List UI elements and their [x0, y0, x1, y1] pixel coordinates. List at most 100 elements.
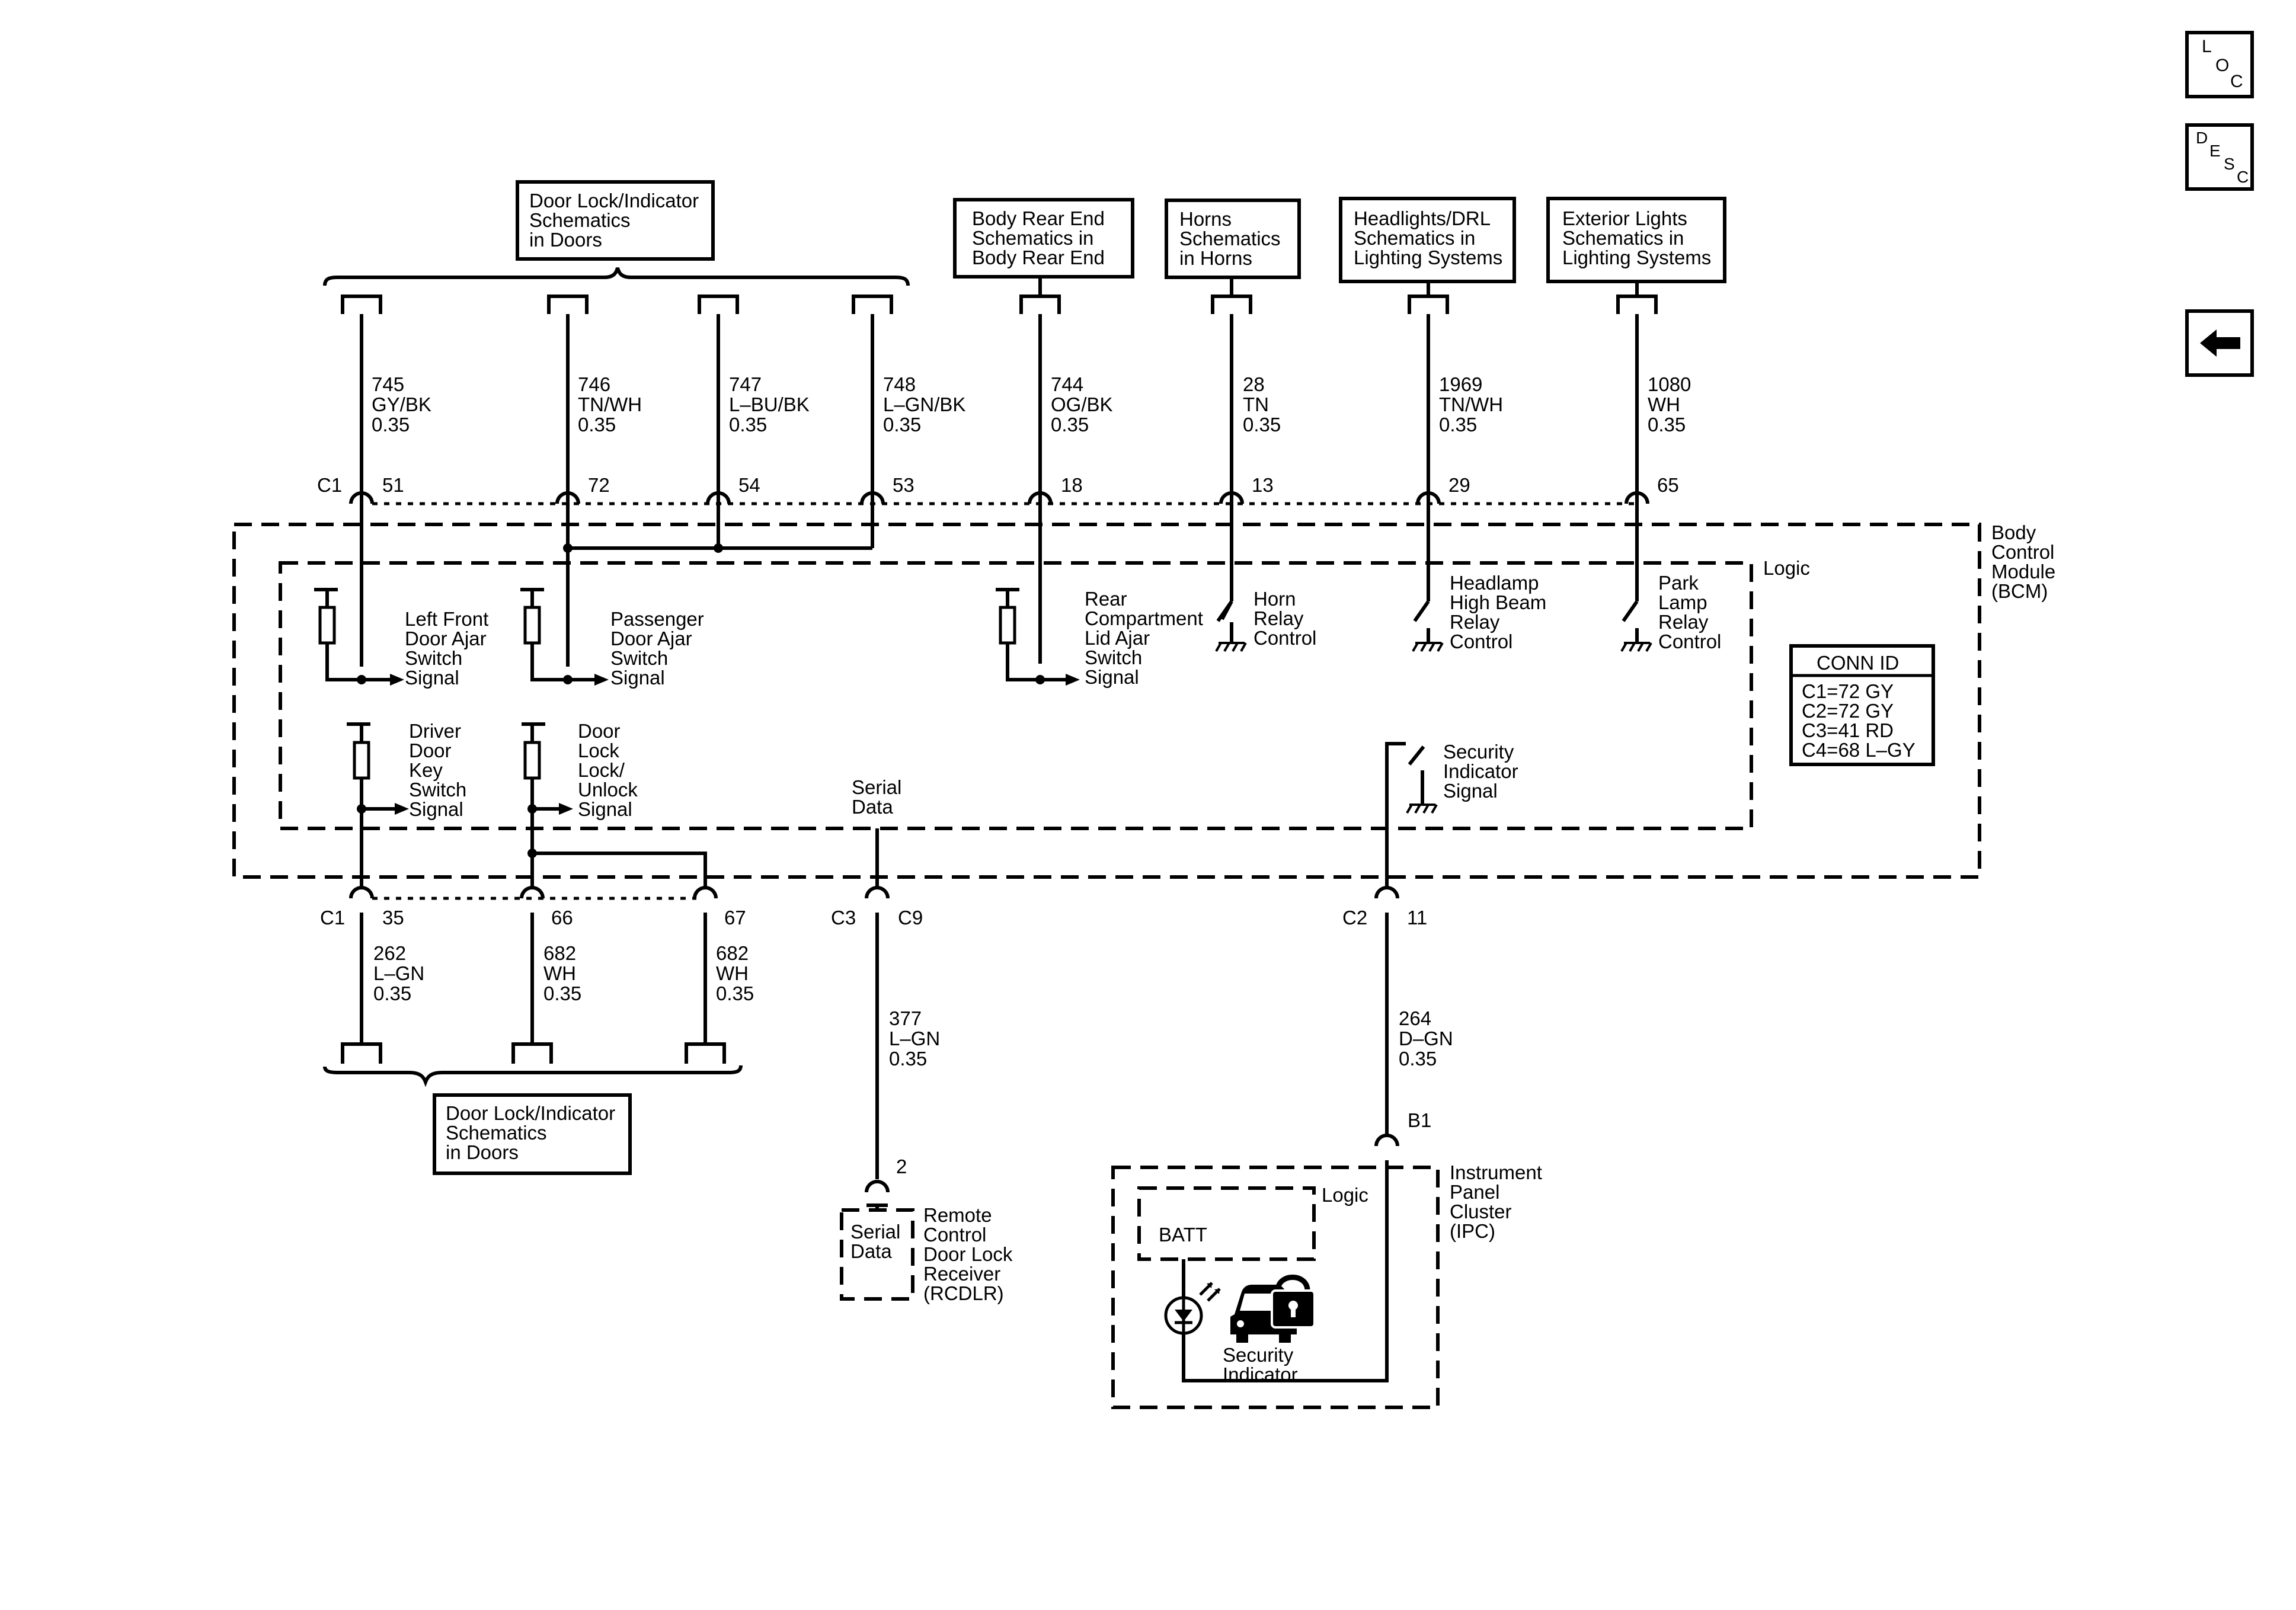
svg-text:E: E	[2209, 142, 2221, 160]
bottom-connector-c3: C3 C9	[831, 888, 923, 929]
svg-text:66: 66	[551, 907, 573, 929]
car-lock-icon	[1230, 1275, 1316, 1343]
svg-text:35: 35	[382, 907, 404, 929]
top-wire-lines	[360, 314, 1639, 667]
back-button[interactable]	[2185, 309, 2254, 377]
svg-text:C2=72 GY: C2=72 GY	[1802, 700, 1894, 722]
svg-text:2: 2	[896, 1156, 907, 1177]
svg-text:CONN ID: CONN ID	[1817, 652, 1899, 674]
svg-text:BATT: BATT	[1159, 1224, 1207, 1246]
svg-text:D: D	[2196, 129, 2208, 147]
svg-text:S: S	[2224, 155, 2235, 173]
bottom-connector-c1: C1 35 66 67	[320, 888, 746, 929]
svg-text:67: 67	[724, 907, 746, 929]
svg-text:11: 11	[1407, 907, 1427, 929]
svg-text:C4=68 L–GY: C4=68 L–GY	[1802, 739, 1916, 761]
svg-text:29: 29	[1448, 474, 1470, 496]
svg-text:C3: C3	[831, 907, 856, 929]
svg-text:C3=41 RD: C3=41 RD	[1802, 719, 1894, 741]
top-connector-c1: C1 51 72 54 53 18 13 29 65	[317, 474, 1679, 504]
conn-id-table: CONN ID C1=72 GY C2=72 GY C3=41 RD C4=68…	[1789, 644, 1935, 766]
svg-text:C9: C9	[898, 907, 923, 929]
svg-text:C: C	[2230, 72, 2243, 91]
svg-text:Logic: Logic	[1322, 1184, 1368, 1206]
svg-text:C: C	[2237, 168, 2249, 186]
svg-text:13: 13	[1252, 474, 1274, 496]
svg-text:72: 72	[588, 474, 610, 496]
loc-button[interactable]: L O C	[2185, 31, 2254, 98]
top-plugs	[343, 296, 1656, 314]
svg-text:C2: C2	[1342, 907, 1367, 929]
svg-text:65: 65	[1657, 474, 1679, 496]
desc-button[interactable]: D E S C	[2185, 123, 2254, 191]
svg-text:18: 18	[1061, 474, 1083, 496]
svg-text:C1: C1	[317, 474, 342, 496]
left-arrow-icon	[2200, 329, 2240, 357]
bottom-plugs	[341, 1042, 726, 1064]
svg-text:O: O	[2215, 56, 2229, 75]
svg-text:53: 53	[893, 474, 914, 496]
bottom-connector-c2: C2 11	[1342, 888, 1427, 929]
